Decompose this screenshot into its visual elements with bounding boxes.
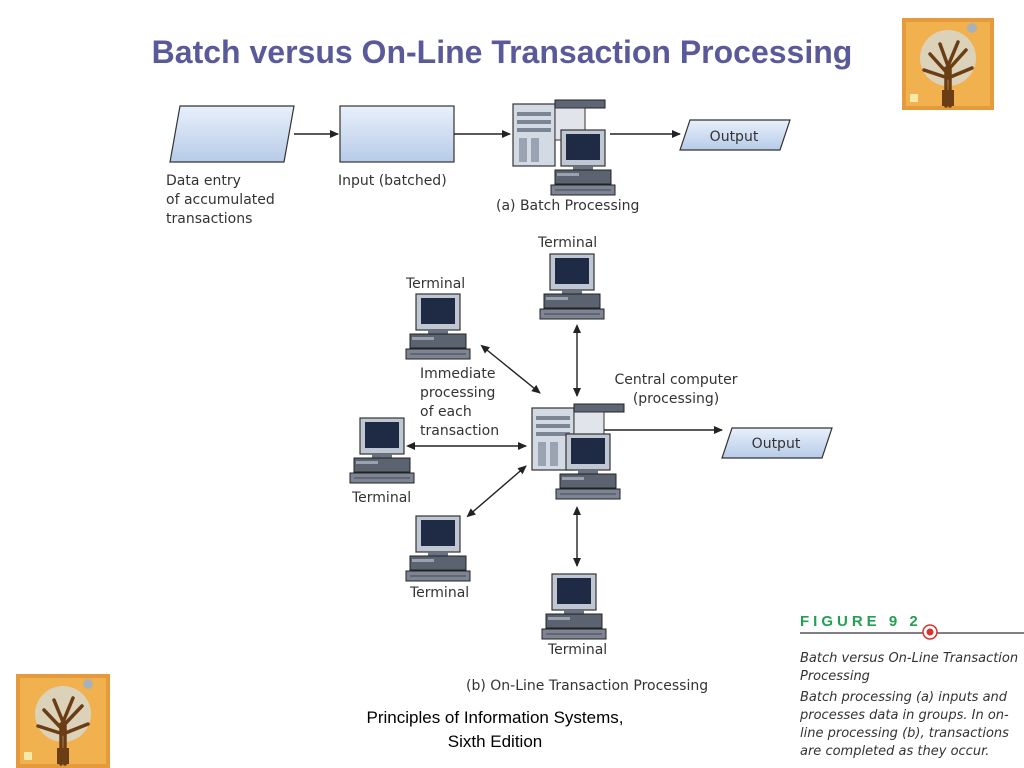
terminal-top-icon [539,253,605,320]
immediate-label-3: of each [420,404,472,420]
immediate-label-1: Immediate [420,366,495,382]
figure-desc-1: Batch processing (a) inputs and [800,690,1008,705]
immediate-label-4: transaction [420,423,499,439]
slide-title: Batch versus On-Line Transaction Process… [151,34,853,70]
slide-footer: Principles of Information Systems, Sixth… [300,706,690,754]
terminal-label-left: Terminal [351,490,411,506]
batch-output-shape [679,119,791,151]
figure-desc-2: processes data in groups. In on- [799,708,1009,723]
arrow-lower-left-terminal [466,465,527,518]
footer-line-1: Principles of Information Systems, [366,708,624,727]
data-entry-label-1: Data entry [166,173,241,189]
terminal-left-icon [349,417,415,484]
batch-computer-icon [512,99,616,196]
terminal-upper-left-icon [405,293,471,360]
input-batched-shape [339,105,455,163]
immediate-label-2: processing [420,385,495,401]
data-entry-shape [169,105,295,163]
online-output-shape [721,427,833,459]
online-output-label: Output [752,436,801,452]
figure-title-2: Processing [800,669,870,684]
figure-heading: FIGURE 9 2 [800,613,922,630]
data-entry-label-3: transactions [166,211,252,227]
batch-caption: (a) Batch Processing [496,198,639,214]
terminal-label-top: Terminal [537,235,597,251]
terminal-lower-left-icon [405,515,471,582]
terminal-label-lower-left: Terminal [409,585,469,601]
central-computer-label-2: (processing) [633,391,719,407]
terminal-label-upper-left: Terminal [405,276,465,292]
footer-line-2: Sixth Edition [447,732,543,751]
terminal-bottom-icon [541,573,607,640]
input-batched-label: Input (batched) [338,173,447,189]
figure-desc-3: line processing (b), transactions [800,726,1009,741]
tree-logo-bottom-left [16,674,110,768]
online-caption: (b) On-Line Transaction Processing [466,678,708,694]
data-entry-label-2: of accumulated [166,192,275,208]
tree-logo-top-right [902,18,994,110]
arrow-upper-left-terminal [480,344,541,394]
figure-title-1: Batch versus On-Line Transaction [800,651,1018,666]
central-computer-icon [531,403,625,500]
central-computer-label-1: Central computer [615,372,738,388]
terminal-label-bottom: Terminal [547,642,607,658]
figure-desc-4: are completed as they occur. [800,744,989,759]
batch-output-label: Output [710,129,759,145]
